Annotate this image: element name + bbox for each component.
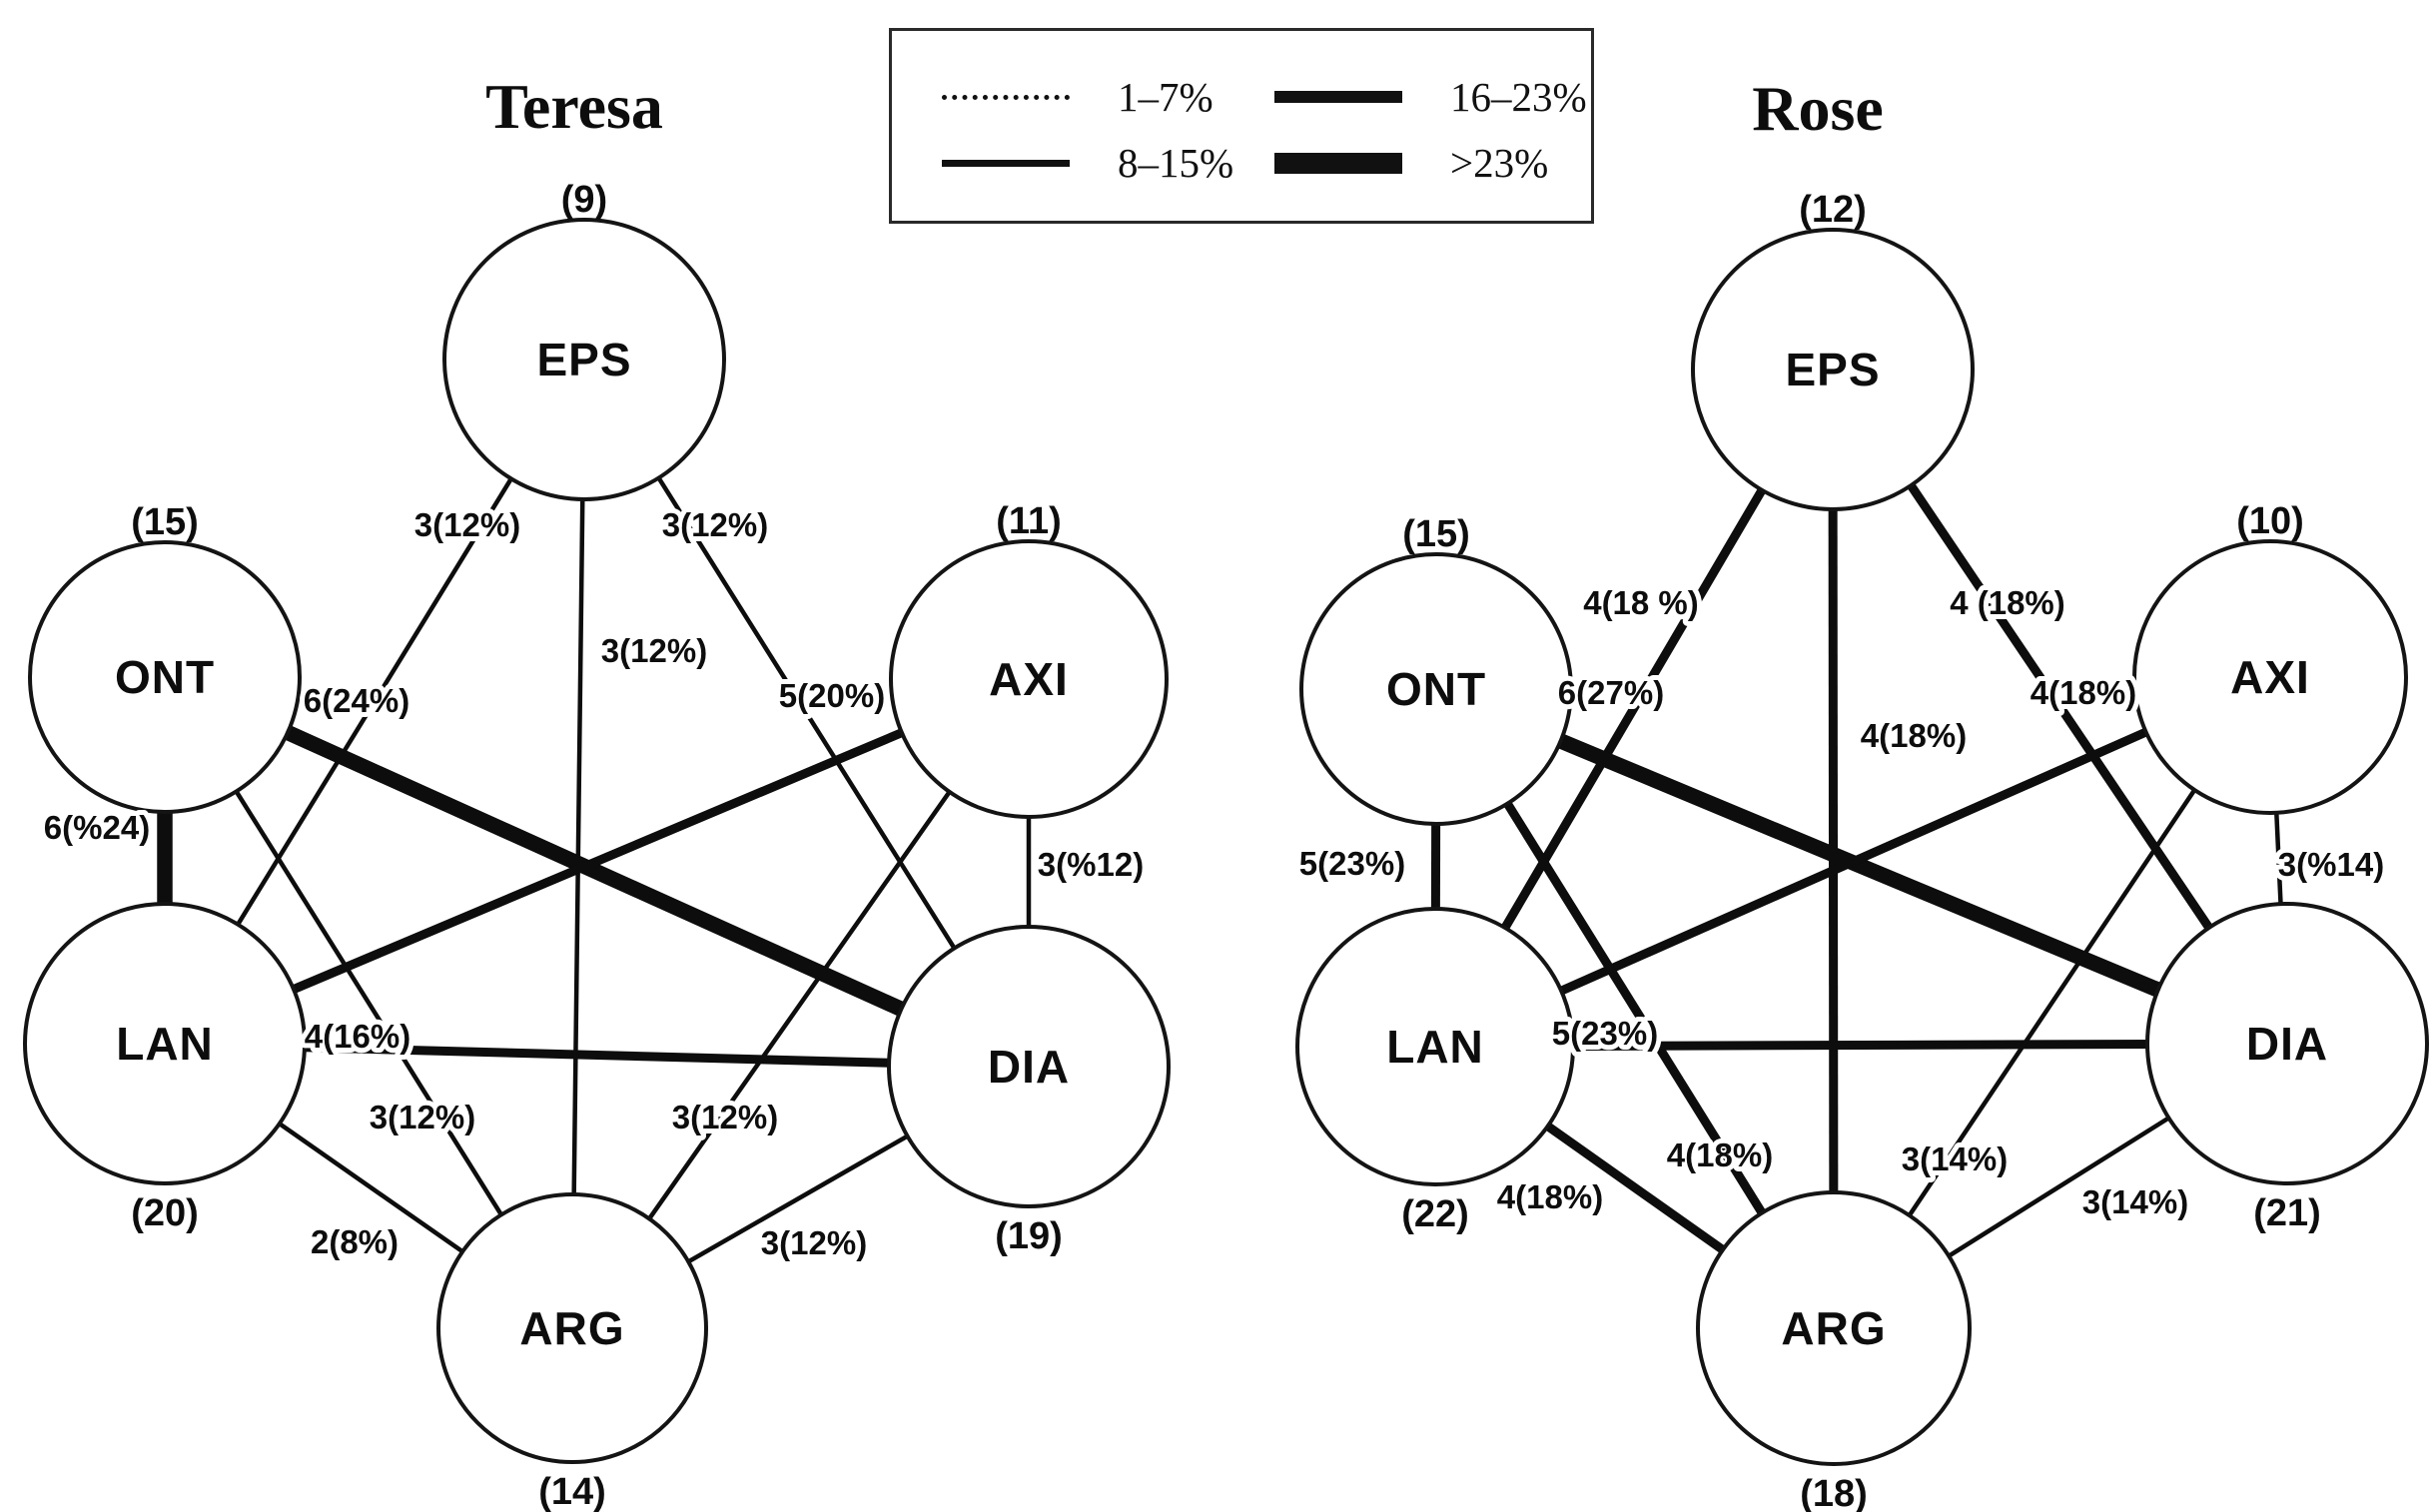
node-label-ont-rose: ONT xyxy=(1386,663,1486,715)
node-count-ont-teresa: (15) xyxy=(131,501,199,543)
edge-label-eps-dia-teresa: 3(12%) xyxy=(662,506,768,543)
node-lan-rose xyxy=(1295,907,1575,1186)
legend-item-1-7: 1–7% xyxy=(942,73,1214,121)
node-ont-teresa xyxy=(28,540,302,814)
legend: 1–7% 8–15% 16–23% >23% xyxy=(889,28,1594,224)
node-count-axi-teresa: (11) xyxy=(996,500,1061,542)
graph-title-rose: Rose xyxy=(1752,73,1884,144)
legend-line-xthick xyxy=(1274,152,1402,174)
node-count-ont-rose: (15) xyxy=(1402,513,1470,555)
node-count-eps-rose: (12) xyxy=(1799,189,1867,231)
legend-item-gt23: >23% xyxy=(1274,139,1548,187)
edge-label-lan-dia-rose: 5(23%) xyxy=(1552,1015,1658,1052)
node-label-dia-teresa: DIA xyxy=(988,1041,1070,1093)
node-label-lan-rose: LAN xyxy=(1386,1021,1484,1073)
node-ont-rose xyxy=(1299,552,1573,826)
edge-label-eps-lan-rose: 4(18 %) xyxy=(1583,584,1699,621)
node-count-lan-rose: (22) xyxy=(1401,1193,1469,1235)
node-count-dia-rose: (21) xyxy=(2253,1192,2321,1234)
edge-label-eps-dia-rose: 4 (18%) xyxy=(1950,584,2065,621)
edge-ont-dia-rose xyxy=(1433,681,2290,1052)
edge-label-ont-arg-rose: 4(18%) xyxy=(1667,1136,1773,1173)
edge-label-axi-lan-teresa: 5(20%) xyxy=(779,677,885,714)
node-label-dia-rose: DIA xyxy=(2246,1018,2328,1070)
legend-label-16-23: 16–23% xyxy=(1450,74,1587,120)
edge-label-axi-dia-rose: 3(%14) xyxy=(2278,846,2384,883)
graph-teresa: 3(12%) 3(12%) 3(12%) 6(24%) 5(20%) 6(%24) 4(16… xyxy=(23,71,1171,1512)
legend-item-16-23: 16–23% xyxy=(1274,73,1587,121)
node-label-arg-teresa: ARG xyxy=(519,1302,624,1354)
graph-title-teresa: Teresa xyxy=(485,71,663,142)
edge-label-axi-arg-teresa: 3(12%) xyxy=(672,1099,778,1135)
node-label-lan-teresa: LAN xyxy=(116,1018,214,1070)
node-label-ont-teresa: ONT xyxy=(115,651,215,703)
edge-label-ont-lan-teresa: 6(%24) xyxy=(44,809,150,846)
edge-axi-lan-teresa xyxy=(163,674,1031,1049)
edge-lan-dia-rose xyxy=(1434,1039,2288,1052)
node-label-axi-rose: AXI xyxy=(2230,651,2310,703)
edge-label-eps-lan-teresa: 3(12%) xyxy=(414,506,520,543)
graph-rose: 4(18 %) 4 (18%) 4(18%) 6(27%) 4(18%) 5(23%) 5(… xyxy=(1294,73,2429,1512)
edge-label-ont-dia-teresa: 6(24%) xyxy=(304,682,409,719)
node-label-axi-teresa: AXI xyxy=(989,653,1069,705)
edge-label-lan-arg-teresa: 2(8%) xyxy=(311,1223,399,1260)
edge-label-ont-lan-rose: 5(23%) xyxy=(1299,845,1405,882)
node-dia-teresa xyxy=(887,925,1171,1208)
node-eps-teresa xyxy=(442,218,726,501)
edge-lan-dia-teresa xyxy=(164,1039,1030,1072)
edge-label-axi-arg-rose: 3(14%) xyxy=(1902,1140,2008,1177)
edge-label-lan-arg-rose: 4(18%) xyxy=(1497,1178,1603,1215)
node-label-eps-teresa: EPS xyxy=(536,334,631,385)
node-lan-teresa xyxy=(23,902,307,1185)
node-axi-teresa xyxy=(889,539,1169,819)
legend-line-dotted xyxy=(942,94,1070,100)
node-eps-rose xyxy=(1691,228,1975,511)
node-label-eps-rose: EPS xyxy=(1785,344,1880,395)
node-count-arg-rose: (18) xyxy=(1800,1473,1868,1512)
legend-label-gt23: >23% xyxy=(1450,140,1549,186)
node-label-arg-rose: ARG xyxy=(1781,1302,1886,1354)
edge-eps-arg-teresa xyxy=(569,359,587,1329)
node-count-arg-teresa: (14) xyxy=(538,1471,606,1512)
edge-label-dia-arg-rose: 3(14%) xyxy=(2082,1183,2188,1220)
legend-line-thin xyxy=(942,159,1070,167)
edge-label-eps-arg-rose: 4(18%) xyxy=(1861,717,1967,754)
legend-item-8-15: 8–15% xyxy=(942,139,1233,187)
edge-label-axi-dia-teresa: 3(%12) xyxy=(1038,846,1144,883)
node-count-lan-teresa: (20) xyxy=(131,1192,199,1234)
legend-label-1-7: 1–7% xyxy=(1118,74,1214,120)
edge-label-ont-dia-rose: 6(27%) xyxy=(1558,674,1664,711)
edge-axi-lan-rose xyxy=(1433,672,2272,1052)
node-count-dia-teresa: (19) xyxy=(995,1215,1063,1257)
node-arg-teresa xyxy=(436,1192,708,1464)
node-count-axi-rose: (10) xyxy=(2236,500,2304,542)
node-dia-rose xyxy=(2145,902,2429,1185)
edge-label-eps-arg-teresa: 3(12%) xyxy=(601,632,707,669)
legend-line-medium xyxy=(1274,91,1402,103)
edge-label-axi-lan-rose: 4(18%) xyxy=(2030,674,2136,711)
edge-label-dia-arg-teresa: 3(12%) xyxy=(761,1224,867,1261)
edge-label-ont-arg-teresa: 3(12%) xyxy=(370,1099,475,1135)
node-arg-rose xyxy=(1696,1190,1972,1466)
edge-ont-dia-teresa xyxy=(161,669,1033,1075)
node-count-eps-teresa: (9) xyxy=(561,179,607,221)
node-axi-rose xyxy=(2132,539,2408,815)
edge-label-lan-dia-teresa: 4(16%) xyxy=(305,1018,410,1055)
legend-label-8-15: 8–15% xyxy=(1118,140,1234,186)
